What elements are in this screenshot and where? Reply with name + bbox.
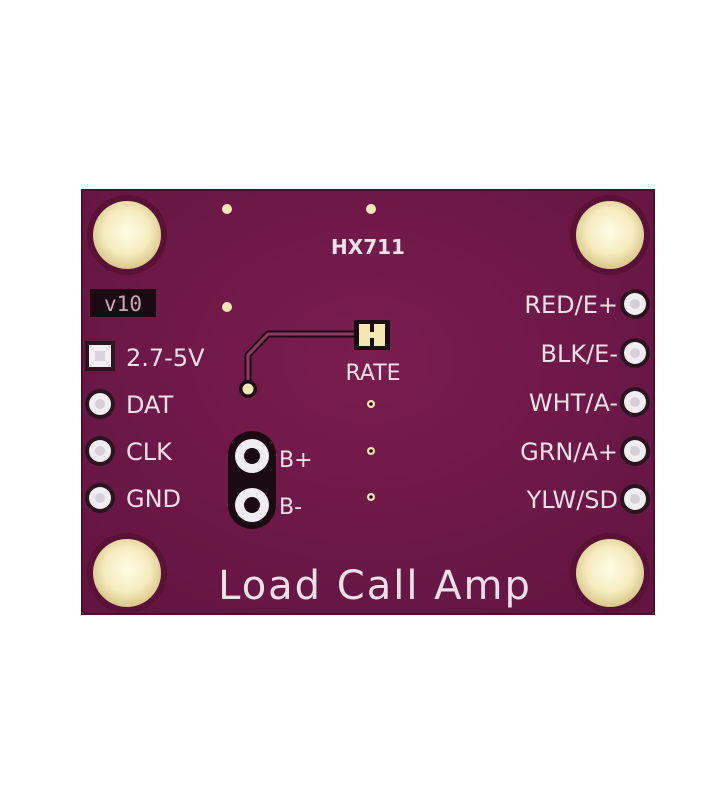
left-pin-label-gnd: GND	[126, 485, 181, 513]
pin-pad-ylw	[620, 484, 650, 514]
pin-pad-b-minus	[235, 488, 269, 522]
mounting-hole-top-right	[570, 195, 650, 275]
bridge-label-b-plus: B+	[279, 448, 313, 473]
vias	[222, 204, 376, 501]
left-pin-label-vcc: 2.7-5V	[126, 344, 205, 372]
left-pin-label-dat: DAT	[126, 391, 174, 419]
mounting-hole-bottom-right	[570, 533, 650, 613]
right-pin-label-blk: BLK/E-	[541, 340, 618, 368]
right-header: RED/E+ BLK/E- WHT/A- GRN/A+ YLW/SD	[520, 289, 650, 514]
pin-pad-red	[620, 289, 650, 319]
pin-pad-blk	[620, 338, 650, 368]
pin-pad-b-plus	[235, 439, 269, 473]
right-pin-label-grn: GRN/A+	[520, 438, 618, 466]
right-pin-label-ylw: YLW/SD	[526, 486, 618, 514]
version-label: v10	[104, 292, 142, 316]
pin-pad-dat	[85, 389, 115, 419]
pin-pad-wht	[620, 387, 650, 417]
jumper-label: RATE	[345, 361, 400, 386]
left-pin-label-clk: CLK	[126, 438, 173, 466]
pin-pad-gnd	[85, 483, 115, 513]
bridge-label-b-minus: B-	[279, 495, 302, 520]
mounting-hole-top-left	[87, 195, 167, 275]
right-pin-label-wht: WHT/A-	[529, 389, 618, 417]
pin-pad-grn	[620, 436, 650, 466]
left-header: 2.7-5V DAT CLK GND	[85, 341, 205, 513]
mounting-hole-bottom-left	[87, 533, 167, 613]
bridge-pins: B+ B-	[228, 431, 313, 529]
right-pin-label-red: RED/E+	[524, 291, 618, 319]
version-tag-box	[90, 289, 156, 317]
board-title: Load Call Amp	[218, 563, 532, 609]
pin-pad-clk	[85, 436, 115, 466]
chip-label: HX711	[331, 235, 405, 259]
pin-pad-square	[85, 341, 115, 371]
rate-jumper-pad	[354, 320, 390, 350]
